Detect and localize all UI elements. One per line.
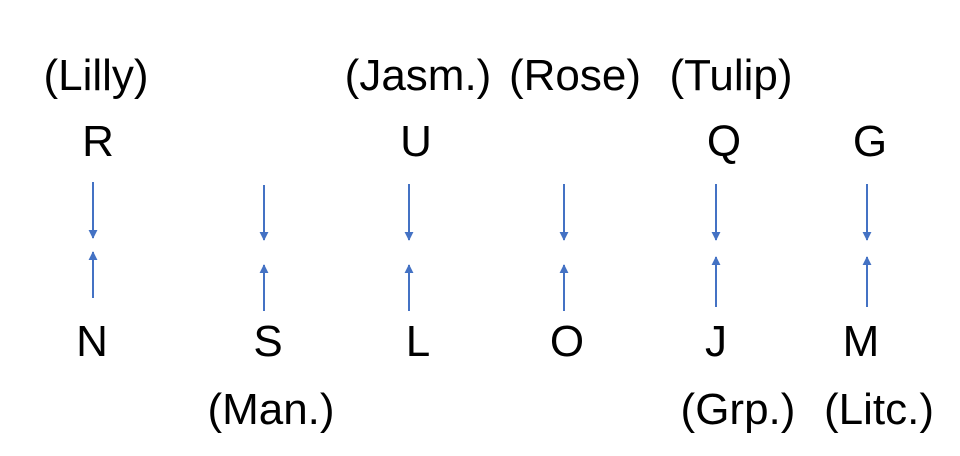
bottom-name-c2: (Man.) xyxy=(207,385,335,434)
bottom-letter-c2: S xyxy=(253,317,283,366)
top-name-c5: (Tulip) xyxy=(669,51,793,100)
top-letter-c5: Q xyxy=(706,117,742,166)
bottom-letter-c4: O xyxy=(549,317,585,366)
bottom-name-c6: (Litc.) xyxy=(824,385,934,434)
top-letter-c1: R xyxy=(82,117,114,166)
top-letter-c6: G xyxy=(852,117,888,166)
bottom-letter-c6: M xyxy=(842,317,880,366)
top-name-c1: (Lilly) xyxy=(43,51,149,100)
bottom-letter-c1: N xyxy=(76,317,108,366)
bottom-letter-c3: L xyxy=(405,317,431,366)
top-letter-c3: U xyxy=(400,117,432,166)
top-name-c4: (Rose) xyxy=(508,51,642,100)
top-name-c3: (Jasm.) xyxy=(344,51,492,100)
bottom-letter-c5: J xyxy=(705,317,727,366)
bottom-name-c5: (Grp.) xyxy=(680,385,796,434)
